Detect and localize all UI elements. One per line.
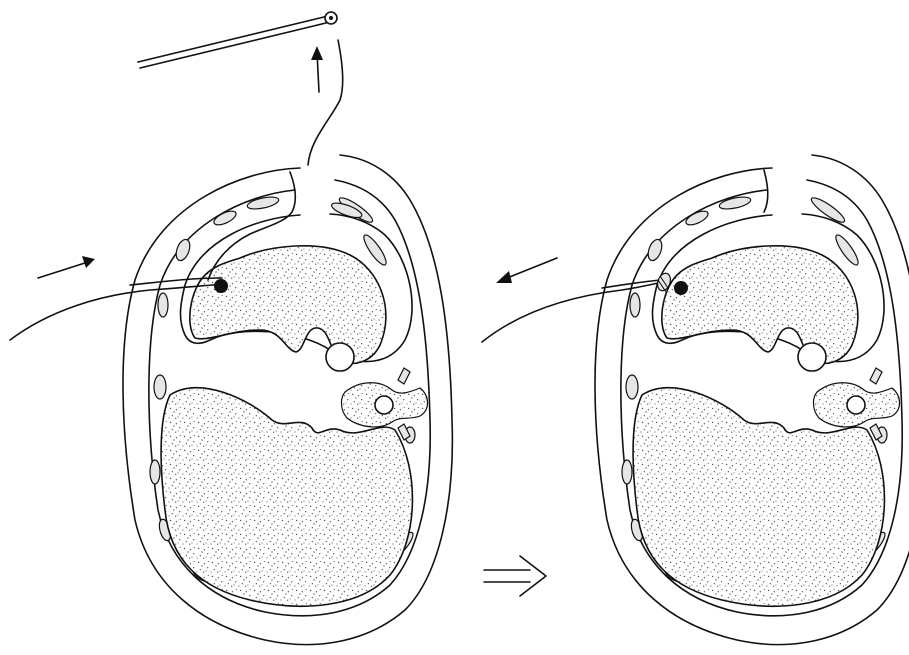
heart-left-panel <box>190 246 386 364</box>
panel-before <box>10 12 452 645</box>
retraction-arrow-icon <box>311 46 323 92</box>
double-right-arrow-icon <box>484 556 546 596</box>
lesion-dot-left-panel <box>214 279 228 293</box>
withdrawal-arrow-icon <box>496 258 557 283</box>
aorta-right-panel <box>798 343 826 371</box>
heart-right-panel <box>662 246 858 364</box>
panel-after <box>482 155 909 645</box>
aorta-left-panel <box>326 343 354 371</box>
insertion-arrow-icon <box>38 256 95 278</box>
needle-icon <box>138 12 337 68</box>
lesion-dot-right-panel <box>674 281 688 295</box>
